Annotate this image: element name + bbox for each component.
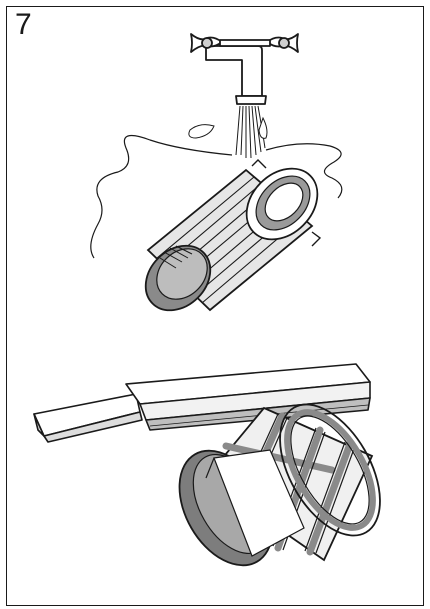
water-stream: [189, 106, 267, 158]
pleated-filter: [133, 155, 332, 324]
water-tap-icon: [191, 34, 298, 104]
